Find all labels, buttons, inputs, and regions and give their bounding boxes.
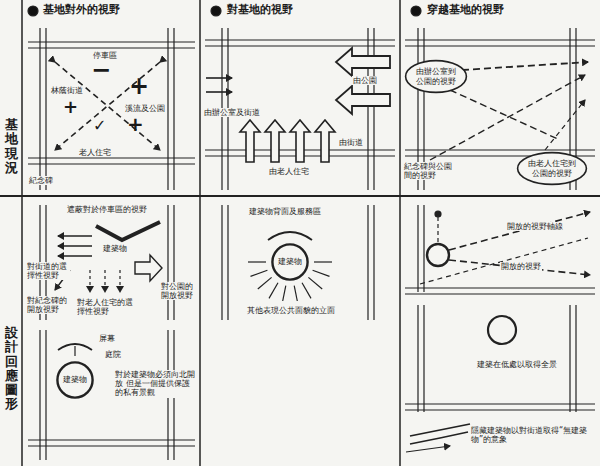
design-note: 建築物背面及服務區	[248, 207, 322, 216]
site-symbol: ✓	[92, 118, 107, 134]
site-symbol: +	[62, 98, 79, 116]
view-label: 由公園	[352, 76, 378, 85]
design-note: 對於建築物必須向北開放 但是一個提供保護的私有景觀	[114, 370, 196, 398]
design-note: 其他表現公共面貌的立面	[246, 306, 336, 315]
street-label: 林蔭街道	[50, 86, 84, 95]
column-heading: 基地對外的視野	[42, 4, 121, 17]
building-circle: 建築物	[55, 360, 95, 400]
building-label: 建築物	[102, 244, 128, 253]
design-note: 對老人住宅的選擇性視野	[76, 298, 140, 316]
view-oval: 由老人住宅到公園的視野	[516, 151, 588, 186]
area-label: 溪流及公園	[124, 104, 166, 113]
area-label: 老人住宅	[78, 148, 112, 157]
design-note: 庭院	[104, 350, 122, 359]
view-label: 紀念碑與公園間的視野	[403, 162, 455, 180]
design-note: 對公園的開放視野	[160, 282, 198, 300]
design-note: 隱藏建築物以對街道取得“無建築物”的意象	[470, 426, 598, 444]
design-note: 對紀念碑的開放視野	[26, 296, 70, 314]
design-note: 建築在低處以取得全景	[476, 360, 558, 369]
node-text: 建築物	[63, 375, 87, 384]
column-heading: 穿越基地的視野	[426, 4, 505, 17]
site-symbol: +	[126, 114, 145, 134]
view-label: 由辦公室及街道	[203, 108, 267, 117]
design-note: 屏幕	[98, 334, 116, 343]
design-note: 開放的視野軸線	[506, 222, 564, 231]
design-note: 遮蔽對於停車區的視野	[66, 205, 154, 214]
column-heading: 對基地的視野	[226, 4, 294, 17]
design-note: 對街道的選擇性視野	[26, 262, 70, 280]
view-oval: 由辦公室到公園的視野	[404, 59, 468, 94]
building-circle: 建築物	[270, 242, 310, 282]
view-label: 由老人住宅	[268, 167, 310, 176]
row-label: 設計回應圖形	[4, 326, 19, 412]
area-label: 紀念碑	[28, 176, 54, 185]
node-text: 由老人住宅到公園的視野	[527, 159, 577, 177]
site-symbol: +	[128, 74, 150, 98]
row-label: 基地現況	[4, 118, 19, 175]
design-note: 開放的視野	[500, 262, 542, 271]
view-label: 由街道	[338, 138, 364, 147]
node-text: 由辦公室到公園的視野	[415, 67, 457, 85]
site-symbol: −	[90, 58, 112, 82]
node-text: 建築物	[278, 257, 302, 266]
